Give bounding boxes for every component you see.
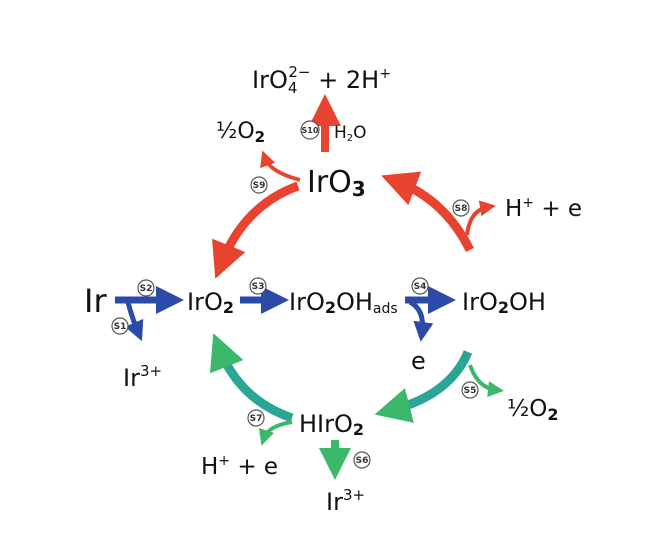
species-iro4: IrO42− + 2H+	[252, 63, 391, 97]
arrow-s4-branch	[408, 299, 434, 342]
arrow-hiro2-to-iro2	[209, 333, 294, 423]
svg-text:S2: S2	[140, 284, 153, 294]
arrow-s1	[124, 301, 144, 342]
svg-text:S5: S5	[464, 386, 477, 396]
svg-text:S9: S9	[253, 181, 266, 191]
species-ir3-bottom: Ir3+	[326, 486, 365, 516]
species-iro2oh: IrO2OH	[462, 288, 546, 317]
svg-text:S7: S7	[250, 414, 263, 424]
arrow-iro3-to-iro2	[212, 181, 300, 279]
species-half-o2-top: ½O2	[216, 119, 265, 146]
species-h-e-bottom: H+ + e	[201, 453, 278, 480]
step-s1: S1	[111, 317, 129, 335]
species-iro2: IrO2	[187, 288, 234, 317]
svg-text:S1: S1	[114, 322, 127, 332]
svg-text:S6: S6	[356, 456, 369, 466]
svg-text:S8: S8	[455, 204, 468, 214]
arrow-iro2oh-to-hiro2	[374, 350, 473, 423]
arrow-s8-branch	[465, 200, 496, 236]
species-ir3-left: Ir3+	[123, 362, 162, 392]
species-h-e-top: H+ + e	[505, 195, 582, 222]
step-s5: S5	[461, 381, 479, 399]
step-s6: S6	[353, 451, 371, 469]
step-s9: S9	[250, 176, 268, 194]
species-ir: Ir	[84, 282, 107, 320]
step-s2: S2	[137, 279, 155, 297]
species-iro3: IrO3	[307, 165, 366, 201]
species-h2o: H2O	[334, 123, 367, 144]
svg-text:S4: S4	[414, 282, 427, 292]
species-iro2ohads: IrO2OHads	[289, 288, 398, 317]
step-s7: S7	[247, 409, 265, 427]
arrow-s5-branch	[468, 364, 504, 398]
svg-text:S10: S10	[302, 126, 319, 135]
arrow-s9-branch	[260, 150, 301, 182]
step-s10: S10	[300, 120, 320, 140]
step-s3: S3	[249, 277, 267, 295]
step-s4: S4	[411, 277, 429, 295]
arrow-iro2oh-to-iro3	[381, 171, 475, 253]
species-hiro2: HIrO2	[299, 410, 364, 439]
arrow-s7-branch	[258, 420, 293, 446]
species-e: e	[411, 347, 426, 375]
svg-text:S3: S3	[252, 282, 265, 292]
species-half-o2-bottom: ½O2	[507, 396, 559, 424]
step-s8: S8	[452, 199, 470, 217]
